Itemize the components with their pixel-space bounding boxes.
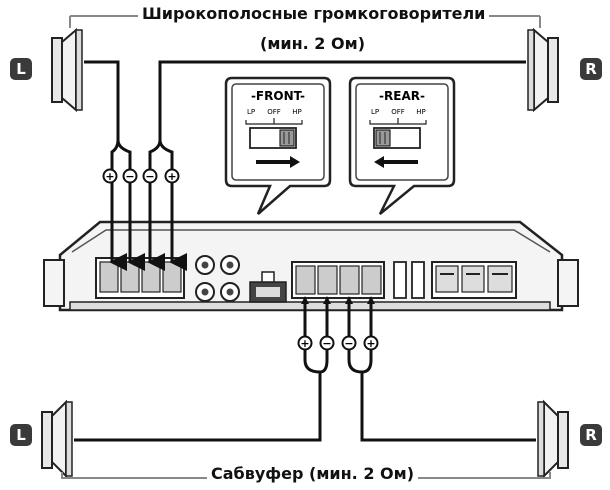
polarity-sub-1: + (300, 337, 309, 350)
polarity-sub-3: − (344, 337, 353, 350)
terminal-block-front (95, 257, 185, 299)
front-hp-label: HP (292, 108, 302, 116)
polarity-front-2: − (125, 170, 134, 183)
wires-front (84, 60, 526, 271)
terminal-block-sub (291, 261, 385, 299)
rear-switch-title: -REAR- (379, 89, 425, 103)
rear-switch-knob (375, 129, 391, 147)
front-switch-knob (279, 129, 295, 147)
wires-sub (74, 296, 536, 442)
polarity-sub: + − − + (297, 335, 379, 351)
polarity-sub-2: − (322, 337, 331, 350)
subwoofer-caption: Сабвуфер (мин. 2 Ом) (207, 466, 419, 482)
speaker-front-right (527, 27, 559, 113)
front-switch-title: -FRONT- (251, 89, 305, 103)
polarity-sub-4: + (366, 337, 375, 350)
rear-arrow-left-icon (374, 156, 418, 168)
full-range-impedance-caption: (мин. 2 Ом) (256, 36, 369, 52)
label-right-bottom: R (580, 424, 602, 446)
rear-lp-label: LP (371, 108, 379, 116)
polarity-front-1: + (105, 170, 114, 183)
label-right-top: R (580, 58, 602, 80)
polarity-front-4: + (167, 170, 176, 183)
rear-hp-label: HP (416, 108, 426, 116)
label-left-bottom: L (10, 424, 32, 446)
rear-off-label: OFF (391, 108, 405, 116)
polarity-front-3: − (145, 170, 154, 183)
remote-connector (249, 271, 287, 303)
front-off-label: OFF (267, 108, 281, 116)
bracket-top (69, 15, 541, 28)
speaker-sub-right (537, 399, 569, 479)
rca-inputs (195, 255, 240, 302)
speaker-front-left (51, 27, 83, 113)
callout-front-switch: -FRONT- LP OFF HP (224, 76, 332, 215)
label-left-top: L (10, 58, 32, 80)
front-lp-label: LP (247, 108, 255, 116)
power-terminals (431, 261, 517, 299)
full-range-speakers-caption: Широкополосные громкоговорители (138, 6, 490, 22)
fuses (393, 261, 425, 299)
speaker-sub-left (41, 399, 73, 479)
callout-rear-switch: -REAR- LP OFF HP (348, 76, 456, 215)
front-arrow-right-icon (256, 156, 300, 168)
bracket-bottom (61, 472, 551, 479)
polarity-front: + − − + (102, 168, 180, 184)
